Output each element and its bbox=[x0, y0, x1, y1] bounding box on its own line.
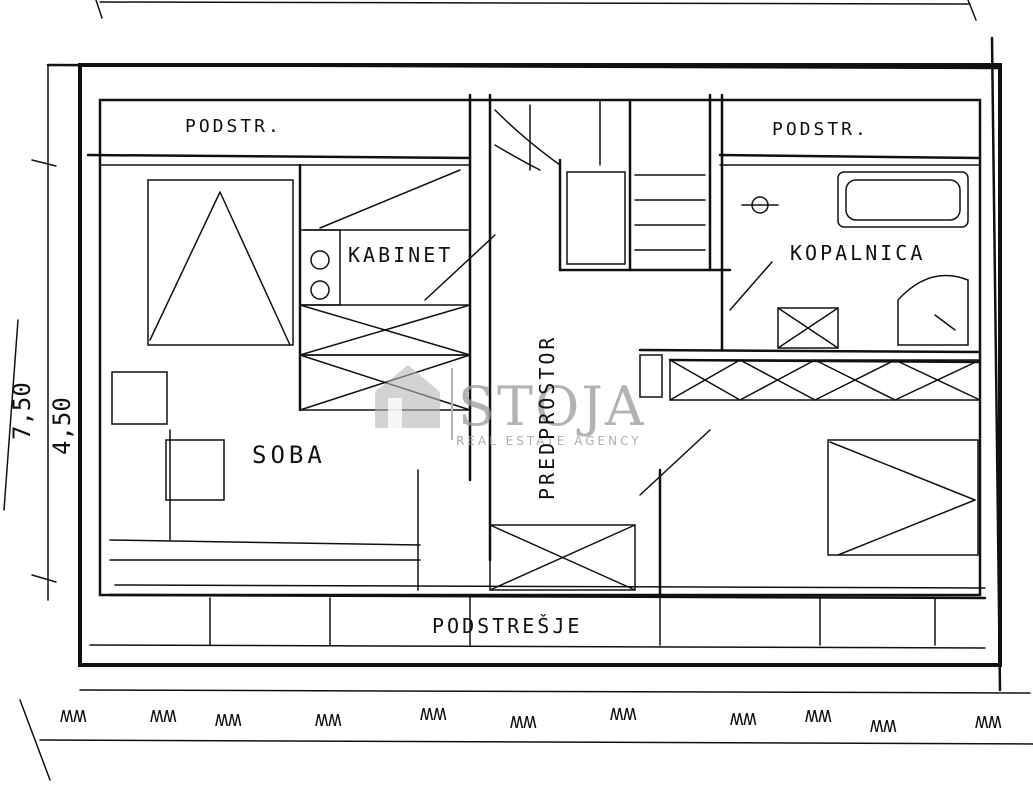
dimension-outer-height: 7,50 bbox=[8, 382, 36, 440]
interior-walls bbox=[86, 93, 982, 562]
roof-eaves bbox=[89, 584, 987, 649]
agency-watermark: STOJA REAL ESTATE AGENCY bbox=[375, 365, 646, 448]
ground-mark: ʍʍ bbox=[150, 703, 177, 728]
watermark-tagline: REAL ESTATE AGENCY bbox=[456, 434, 642, 448]
ground-mark: ʍʍ bbox=[420, 701, 447, 726]
ground-mark: ʍʍ bbox=[870, 713, 897, 738]
room-label-podstr-right: PODSTR. bbox=[772, 119, 869, 140]
room-label-podstr-left: PODSTR. bbox=[185, 116, 282, 137]
soba-furniture bbox=[109, 371, 421, 591]
kabinet-area bbox=[298, 163, 496, 412]
ground-mark: ʍʍ bbox=[805, 703, 832, 728]
left-dimension-lines bbox=[3, 64, 57, 601]
room-label-podstresje: PODSTREŠJE bbox=[432, 614, 582, 638]
lower-cabinet bbox=[489, 429, 711, 591]
outer-walls bbox=[19, 36, 1033, 781]
ground-mark: ʍʍ bbox=[215, 707, 242, 732]
ground-mark: ʍʍ bbox=[60, 703, 87, 728]
top-dimension-line bbox=[95, 0, 977, 21]
house-logo-icon bbox=[375, 365, 440, 428]
watermark-brand: STOJA bbox=[458, 375, 646, 438]
room-label-kopalnica: KOPALNICA bbox=[790, 241, 925, 265]
ground-marks: ʍʍ ʍʍ ʍʍ ʍʍ ʍʍ ʍʍ ʍʍ ʍʍ ʍʍ ʍʍ ʍʍ bbox=[60, 701, 1002, 738]
dimension-inner-height: 4,50 bbox=[48, 397, 76, 455]
ground-mark: ʍʍ bbox=[610, 701, 637, 726]
bathroom-fixtures bbox=[729, 171, 969, 349]
room-label-predprostor: PREDPROSTOR bbox=[535, 335, 559, 500]
ground-mark: ʍʍ bbox=[730, 706, 757, 731]
ground-mark: ʍʍ bbox=[315, 707, 342, 732]
wardrobe-right bbox=[638, 348, 982, 597]
room-label-kabinet: KABINET bbox=[348, 243, 453, 267]
bed-right bbox=[827, 439, 979, 556]
ground-mark: ʍʍ bbox=[510, 709, 537, 734]
bed bbox=[147, 179, 294, 346]
ground-mark: ʍʍ bbox=[975, 709, 1002, 734]
room-label-soba: SOBA bbox=[252, 441, 326, 469]
